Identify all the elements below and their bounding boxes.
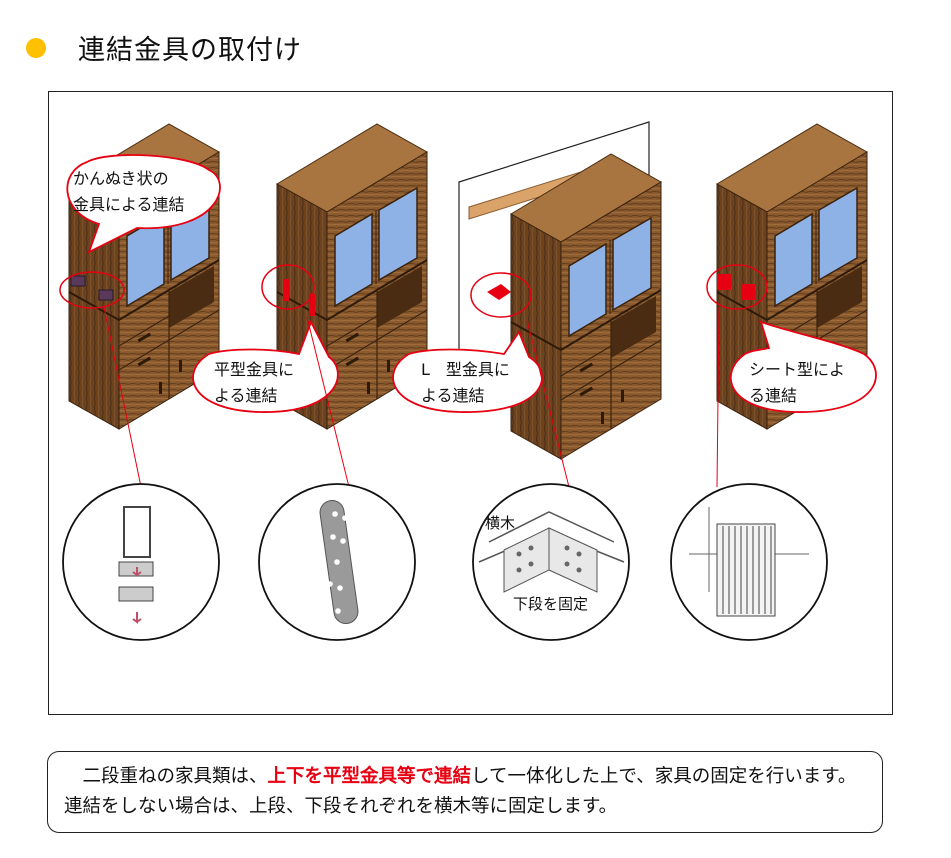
label-horizontal-bar: 横木 [485, 514, 515, 532]
label-lower-fixed: 下段を固定 [513, 595, 588, 613]
illustration-panel: かんぬき状の 金具による連結 平型金具に よる連結 L 型金具に よる連結 シー… [48, 91, 893, 715]
callout-flat-plate: 平型金具に よる連結 [192, 264, 350, 488]
detail-bolt [62, 483, 220, 641]
cabinet-flat-plate [276, 123, 428, 430]
illustration-svg: かんぬき状の 金具による連結 平型金具に よる連結 L 型金具に よる連結 シー… [59, 121, 877, 641]
callout-bolt-line2: 金具による連結 [73, 195, 185, 214]
callout-l-line1: L 型金具に [421, 360, 510, 379]
detail-l-bracket: 横木 下段を固定 [472, 483, 630, 641]
callout-sheet-line1: シート型によ [749, 360, 845, 379]
callout-sheet: シート型によ る連結 [706, 264, 877, 488]
note-text-before: 二段重ねの家具類は、 [64, 766, 268, 787]
callout-l-line2: よる連結 [421, 386, 485, 405]
callout-l-bracket: L 型金具に よる連結 [392, 272, 570, 488]
note-text-after: して一体化した上で、家具の固定を行います。連結をしない場合は、上段、下段それぞれ… [64, 766, 857, 817]
callout-flat-line1: 平型金具に [214, 360, 294, 379]
callout-flat-line2: よる連結 [214, 386, 278, 405]
cabinet-sheet-type [716, 123, 868, 430]
header: 連結金具の取付け [0, 0, 951, 80]
detail-flat-plate [258, 483, 416, 641]
page-title: 連結金具の取付け [78, 35, 302, 66]
callout-sheet-line2: る連結 [749, 386, 797, 405]
detail-sheet [670, 483, 828, 641]
bullet-dot-icon [26, 38, 46, 58]
explanation-box: 二段重ねの家具類は、上下を平型金具等で連結して一体化した上で、家具の固定を行いま… [47, 751, 883, 833]
callout-bolt: かんぬき状の 金具による連結 [59, 154, 221, 488]
cabinet-bolt-type [68, 123, 220, 430]
callout-bolt-line1: かんぬき状の [73, 169, 169, 188]
note-text-emphasis: 上下を平型金具等で連結 [267, 766, 472, 787]
